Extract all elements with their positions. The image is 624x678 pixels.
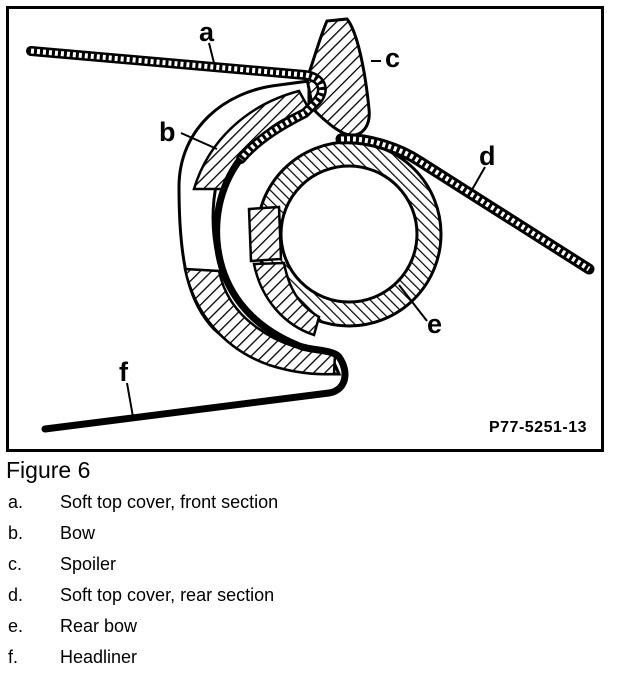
clamp-piece-lower [252, 261, 321, 337]
callout-e: e [427, 309, 443, 339]
legend-text: Spoiler [60, 554, 117, 575]
callout-a: a [199, 17, 215, 47]
callout-d: d [479, 141, 496, 171]
part-number: P77-5251-13 [488, 419, 587, 436]
rear-bow-bore [279, 164, 419, 304]
callout-f: f [119, 357, 128, 387]
headliner [41, 133, 349, 433]
legend-key: a. [8, 492, 24, 513]
legend-list: a. Soft top cover, front section b. Bow c.… [6, 487, 606, 673]
legend-key: c. [8, 554, 23, 575]
figure-title: Figure 6 [6, 457, 91, 483]
legend-item: a. Soft top cover, front section [6, 487, 606, 518]
legend-item: e. Rear bow [6, 611, 606, 642]
leader-b [180, 132, 218, 150]
legend-item: f. Headliner [6, 642, 606, 673]
spoiler [305, 17, 371, 137]
legend-text: Rear bow [60, 616, 138, 637]
leader-f [126, 382, 134, 418]
diagram-svg [26, 17, 595, 433]
legend-text: Bow [60, 523, 96, 544]
clamp-piece [247, 205, 283, 263]
legend-item: b. Bow [6, 518, 606, 549]
callout-c: c [385, 43, 401, 73]
soft-top-rear [335, 133, 595, 275]
legend-key: b. [8, 523, 24, 544]
legend-text: Soft top cover, front section [60, 492, 279, 513]
legend-text: Headliner [60, 647, 138, 668]
legend-item: c. Spoiler [6, 549, 606, 580]
legend-item: d. Soft top cover, rear section [6, 580, 606, 611]
leader-e [398, 284, 428, 322]
figure-caption: Figure 6 a. Soft top cover, front section… [6, 457, 606, 673]
legend-key: d. [8, 585, 24, 606]
leader-a [208, 42, 216, 68]
soft-top-front-inner [30, 48, 325, 161]
leader-d [468, 166, 486, 196]
legend-text: Soft top cover, rear section [60, 585, 275, 606]
callout-b: b [159, 117, 176, 147]
legend-key: e. [8, 616, 24, 637]
diagram-frame: a b c d e f P77-5251-13 [6, 6, 604, 452]
legend-key: f. [8, 647, 19, 668]
